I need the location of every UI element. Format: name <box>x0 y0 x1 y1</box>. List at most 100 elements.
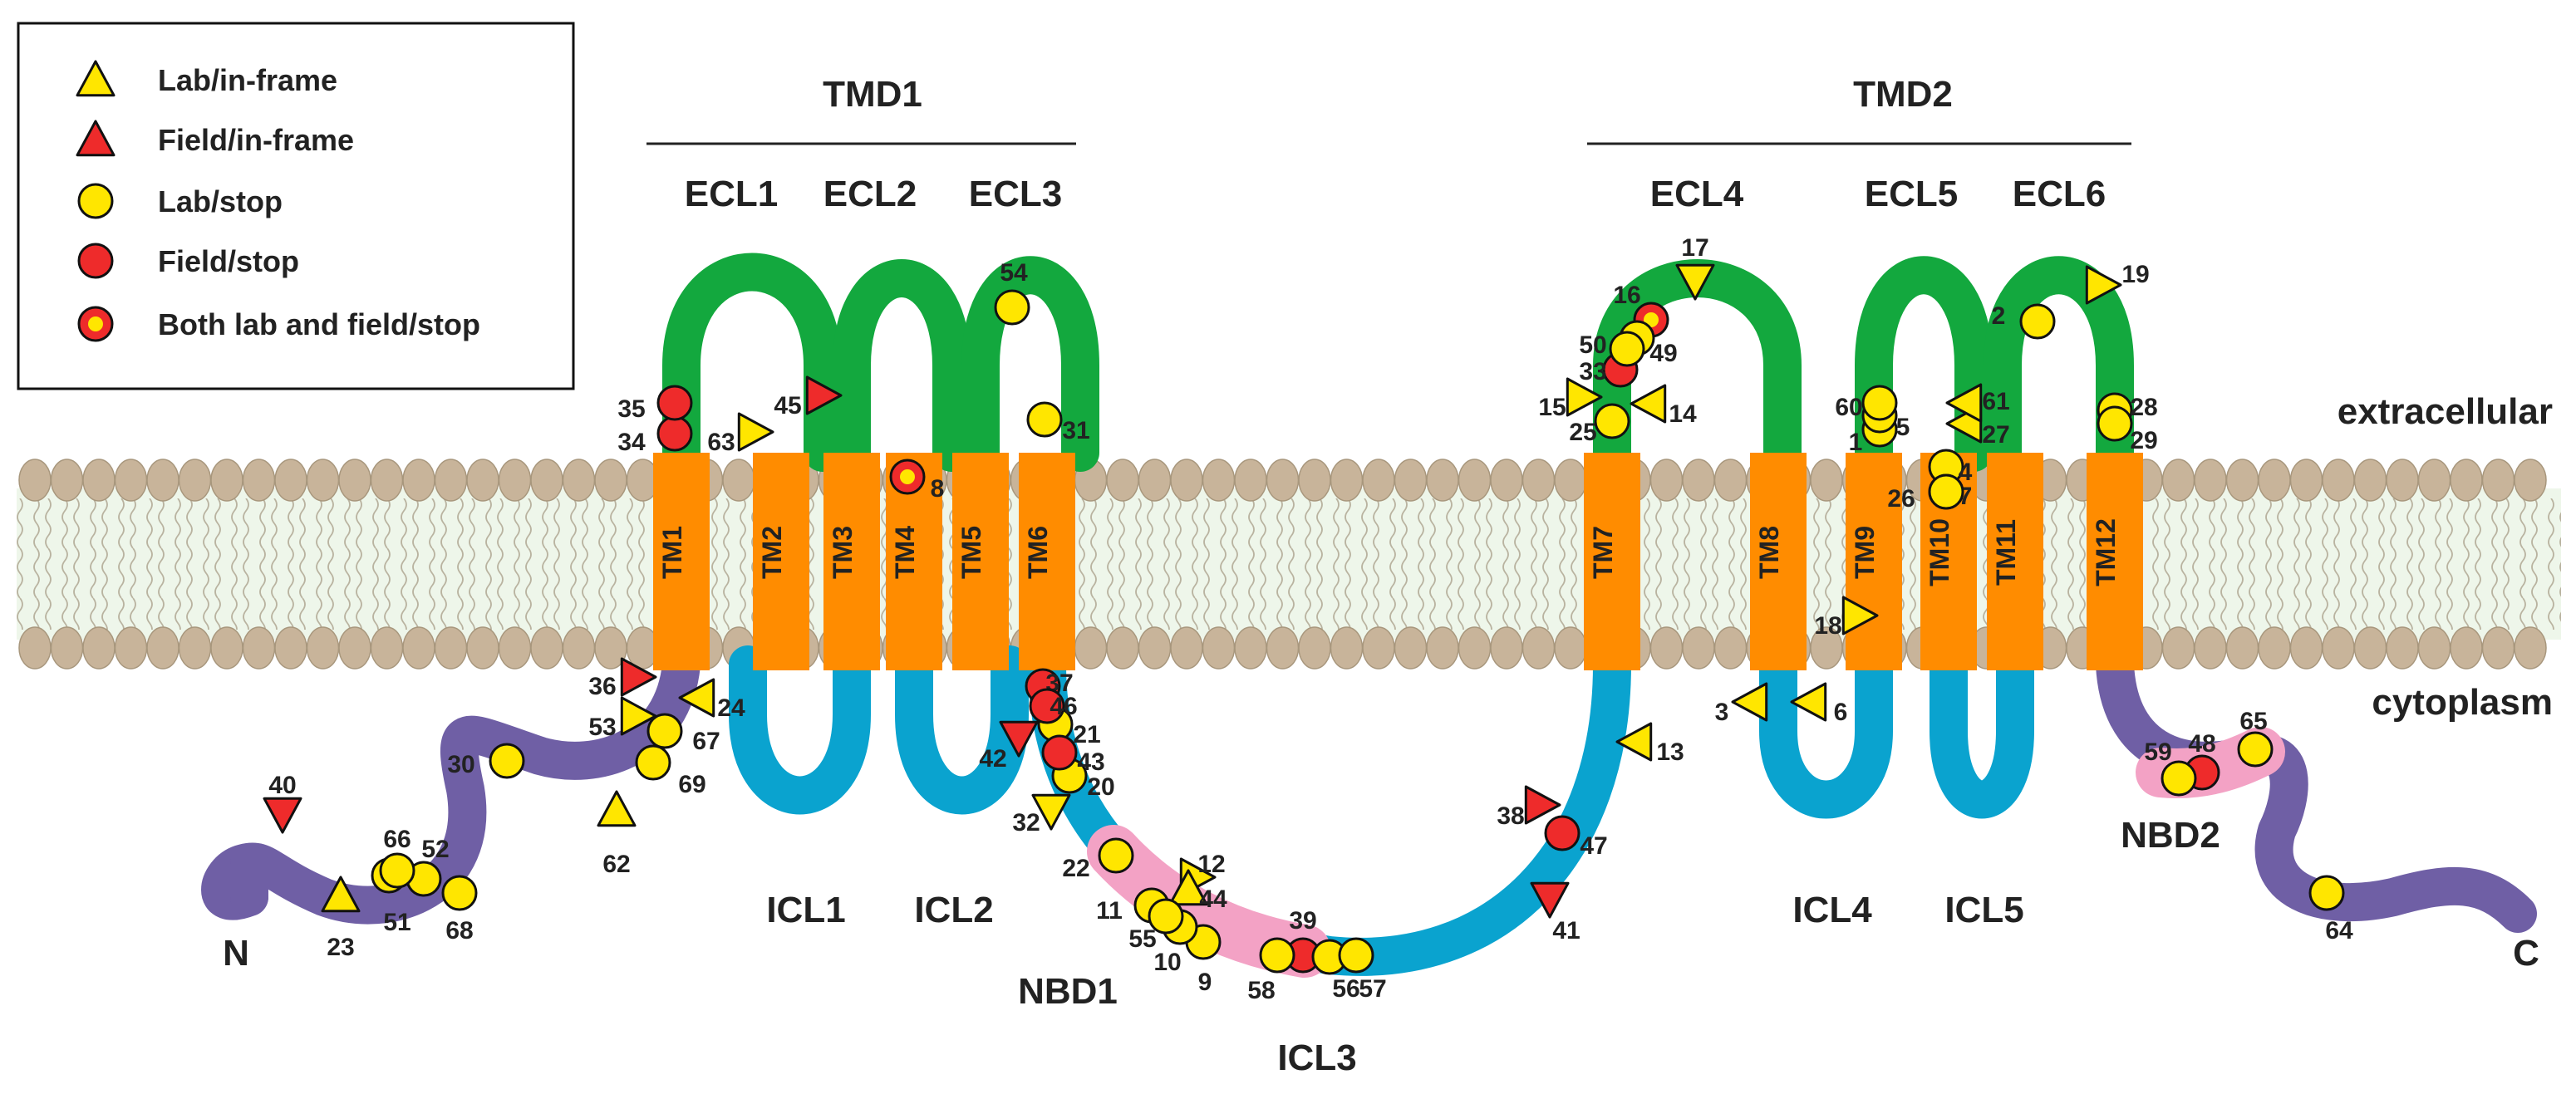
lipid-head <box>1106 626 1139 670</box>
mutation-marker: 26 <box>1887 473 1964 513</box>
mutation-marker: 44 <box>1168 869 1227 913</box>
legend-item: Field/stop <box>77 243 299 279</box>
mutation-marker: 50 <box>1579 331 1645 367</box>
mutation-label: 24 <box>717 694 745 722</box>
mutation-label: 60 <box>1835 394 1862 421</box>
lipid-tails <box>17 498 2561 630</box>
mutation-marker: 61 <box>1945 383 2010 423</box>
mutation-label: 43 <box>1077 748 1104 776</box>
mutation-marker: 14 <box>1630 384 1697 428</box>
tm-label-7: TM7 <box>1588 526 1618 579</box>
lipid-head <box>1394 459 1428 502</box>
mutation-label: 18 <box>1814 612 1841 640</box>
mutation-label: 28 <box>2130 394 2157 421</box>
mutation-label: 45 <box>774 392 801 419</box>
mutation-marker: 15 <box>1538 377 1603 421</box>
tm-label-5: TM5 <box>956 526 986 579</box>
mutation-label: 33 <box>1579 358 1606 385</box>
mutation-marker: 29 <box>2097 405 2158 454</box>
lipid-head <box>306 626 340 670</box>
lipid-head <box>306 459 340 502</box>
mutation-marker: 67 <box>646 713 720 755</box>
lipid-head <box>370 626 404 670</box>
tm-label-4: TM4 <box>890 526 920 579</box>
lipid-head <box>2225 626 2259 670</box>
mutation-marker: 66 <box>379 826 415 889</box>
mutation-marker: 18 <box>1814 596 1879 640</box>
ecl2-label: ECL2 <box>823 174 917 214</box>
lipid-head <box>1362 626 1395 670</box>
mutation-marker: 22 <box>1062 837 1134 882</box>
lipid-head <box>722 459 755 502</box>
mutation-marker: 63 <box>707 412 774 456</box>
lipid-head <box>1522 459 1556 502</box>
legend-item: Lab/in-frame <box>76 60 337 97</box>
ecl1-label: ECL1 <box>685 174 778 214</box>
c-terminus-label: C <box>2513 933 2539 974</box>
lipid-head <box>2194 459 2227 502</box>
lipid-head <box>114 459 148 502</box>
mutation-label: 39 <box>1289 907 1316 935</box>
mutation-label: 12 <box>1197 851 1225 878</box>
tm-label-3: TM3 <box>828 526 858 579</box>
lipid-head <box>1330 459 1364 502</box>
mutation-marker: 30 <box>447 743 525 779</box>
legend-label: Both lab and field/stop <box>158 307 480 341</box>
tm-helix-2 <box>753 453 809 670</box>
lipid-head <box>2417 459 2451 502</box>
mutation-label: 57 <box>1359 975 1386 1003</box>
mutation-label: 16 <box>1613 282 1640 309</box>
mutation-marker: 6 <box>1790 682 1848 726</box>
mutation-marker: 4 <box>1928 449 1973 486</box>
mutation-label: 69 <box>678 771 705 798</box>
lipid-head <box>1713 459 1748 502</box>
mutation-label: 17 <box>1681 234 1708 262</box>
mutation-marker: 58 <box>1247 937 1295 1004</box>
mutation-marker: 23 <box>321 876 361 961</box>
mutation-marker: 2 <box>1992 302 2056 340</box>
lipid-head <box>498 626 532 670</box>
mutation-label: 63 <box>707 429 735 456</box>
mutation-label: 9 <box>1198 969 1212 996</box>
mutation-marker: 34 <box>617 415 693 456</box>
lipid-head <box>242 459 276 502</box>
lipid-head <box>1810 459 1843 502</box>
lipid-head <box>1234 626 1267 670</box>
lipid-head <box>210 459 243 502</box>
icl1-label: ICL1 <box>766 890 845 930</box>
lipid-head <box>2322 459 2355 502</box>
lipid-head <box>434 626 468 670</box>
lipid-head <box>210 626 243 670</box>
mutation-marker: 36 <box>588 657 657 700</box>
mutation-marker: 69 <box>635 744 706 798</box>
mutation-label: 65 <box>2239 708 2267 735</box>
mutation-marker: 57 <box>1338 937 1387 1003</box>
lipid-head <box>2450 626 2483 670</box>
mutation-marker: 8 <box>889 459 944 503</box>
lipid-head <box>2514 626 2547 670</box>
lipid-head <box>2194 626 2227 670</box>
mutation-label: 5 <box>1896 414 1910 441</box>
mutation-label: 20 <box>1087 773 1114 801</box>
lipid-head <box>1458 459 1492 502</box>
ecl3-path <box>961 256 1099 472</box>
lipid-head <box>338 626 371 670</box>
mutation-marker: 24 <box>678 678 745 722</box>
lipid-head <box>1266 626 1300 670</box>
lipid-head <box>402 459 435 502</box>
mutation-label: 22 <box>1062 855 1089 882</box>
lipid-head <box>562 459 596 502</box>
mutation-label: 35 <box>617 395 645 423</box>
icl5-path <box>1930 645 2034 819</box>
legend-item: Both lab and field/stop <box>77 306 480 342</box>
mutation-label: 6 <box>1834 699 1848 726</box>
mutation-label: 55 <box>1128 925 1156 953</box>
legend-label: Field/stop <box>158 244 299 278</box>
lipid-head <box>82 459 116 502</box>
mutation-label: 66 <box>383 826 410 853</box>
legend-label: Lab/in-frame <box>158 63 337 97</box>
mutation-label: 68 <box>445 917 473 944</box>
lipid-head <box>242 626 276 670</box>
